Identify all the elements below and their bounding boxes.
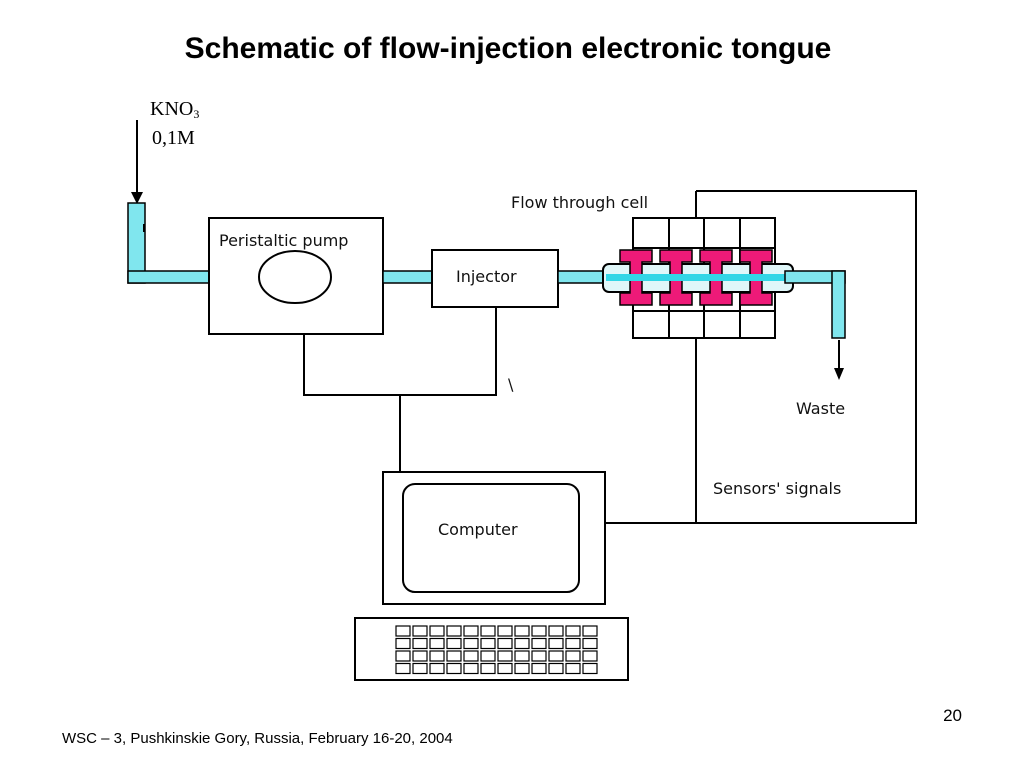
keyboard-key [548,650,564,662]
keyboard-key [395,662,411,675]
keyboard-key [480,650,496,662]
keyboard-key [548,637,564,650]
inlet-arrow-icon [131,120,143,204]
flow-through-cell [602,217,794,339]
cell-label: Flow through cell [511,193,648,212]
keyboard-key [531,637,547,650]
keyboard-key [514,625,530,637]
computer-monitor [382,471,606,605]
slide-title: Schematic of flow-injection electronic t… [184,32,832,65]
keyboard-key [514,662,530,675]
keyboard-key [412,625,428,637]
keyboard-key [463,625,479,637]
keyboard-key [497,625,513,637]
pump-injector-tube [382,270,433,284]
keyboard-key [497,637,513,650]
keyboard-key [514,650,530,662]
keyboard-key [582,625,598,637]
reagent-formula: KNO3 [150,98,199,121]
keyboard-key [582,662,598,675]
injector-box [431,249,559,308]
keyboard-key [463,637,479,650]
reagent-concentration: 0,1M [152,127,195,149]
pump-rotor-icon [258,250,332,304]
keyboard-key [463,650,479,662]
keyboard-key [429,650,445,662]
waste-arrow-icon [834,340,844,380]
keyboard-key [565,625,581,637]
computer-label: Computer [438,520,518,539]
keyboard-key [480,637,496,650]
keyboard-key [582,637,598,650]
keyboard-key [497,662,513,675]
keyboard-icon [354,617,629,681]
slide-footer: WSC – 3, Pushkinskie Gory, Russia, Febru… [62,730,453,747]
keyboard-key [582,650,598,662]
keyboard-key [429,637,445,650]
keyboard-key [531,625,547,637]
backslash-mark: \ [508,375,514,394]
keyboard-key [548,662,564,675]
keyboard-key [395,625,411,637]
inlet-tube [127,202,211,284]
keyboard-key [412,650,428,662]
keyboard-key [446,625,462,637]
slide-number: 20 [943,706,962,725]
control-wiring [303,307,497,472]
keyboard-key [548,625,564,637]
keyboard-key [565,662,581,675]
keyboard-key [446,637,462,650]
signals-label: Sensors' signals [713,479,841,498]
keyboard-key [463,662,479,675]
keyboard-key [395,650,411,662]
keyboard-key [412,662,428,675]
waste-label: Waste [796,399,845,418]
keyboard-key [412,637,428,650]
keyboard-key [446,662,462,675]
pump-label: Peristaltic pump [219,231,348,250]
keyboard-key [480,625,496,637]
keyboard-key [531,662,547,675]
signal-frame [696,190,917,524]
keyboard-key [429,662,445,675]
keyboard-key [497,650,513,662]
keyboard-key [514,637,530,650]
keyboard-key [531,650,547,662]
injector-label: Injector [456,267,517,286]
keyboard-key [395,637,411,650]
keyboard-key [565,637,581,650]
keyboard-key [480,662,496,675]
keyboard-key [446,650,462,662]
keyboard-key [565,650,581,662]
keyboard-key [429,625,445,637]
outlet-tube [784,270,846,339]
